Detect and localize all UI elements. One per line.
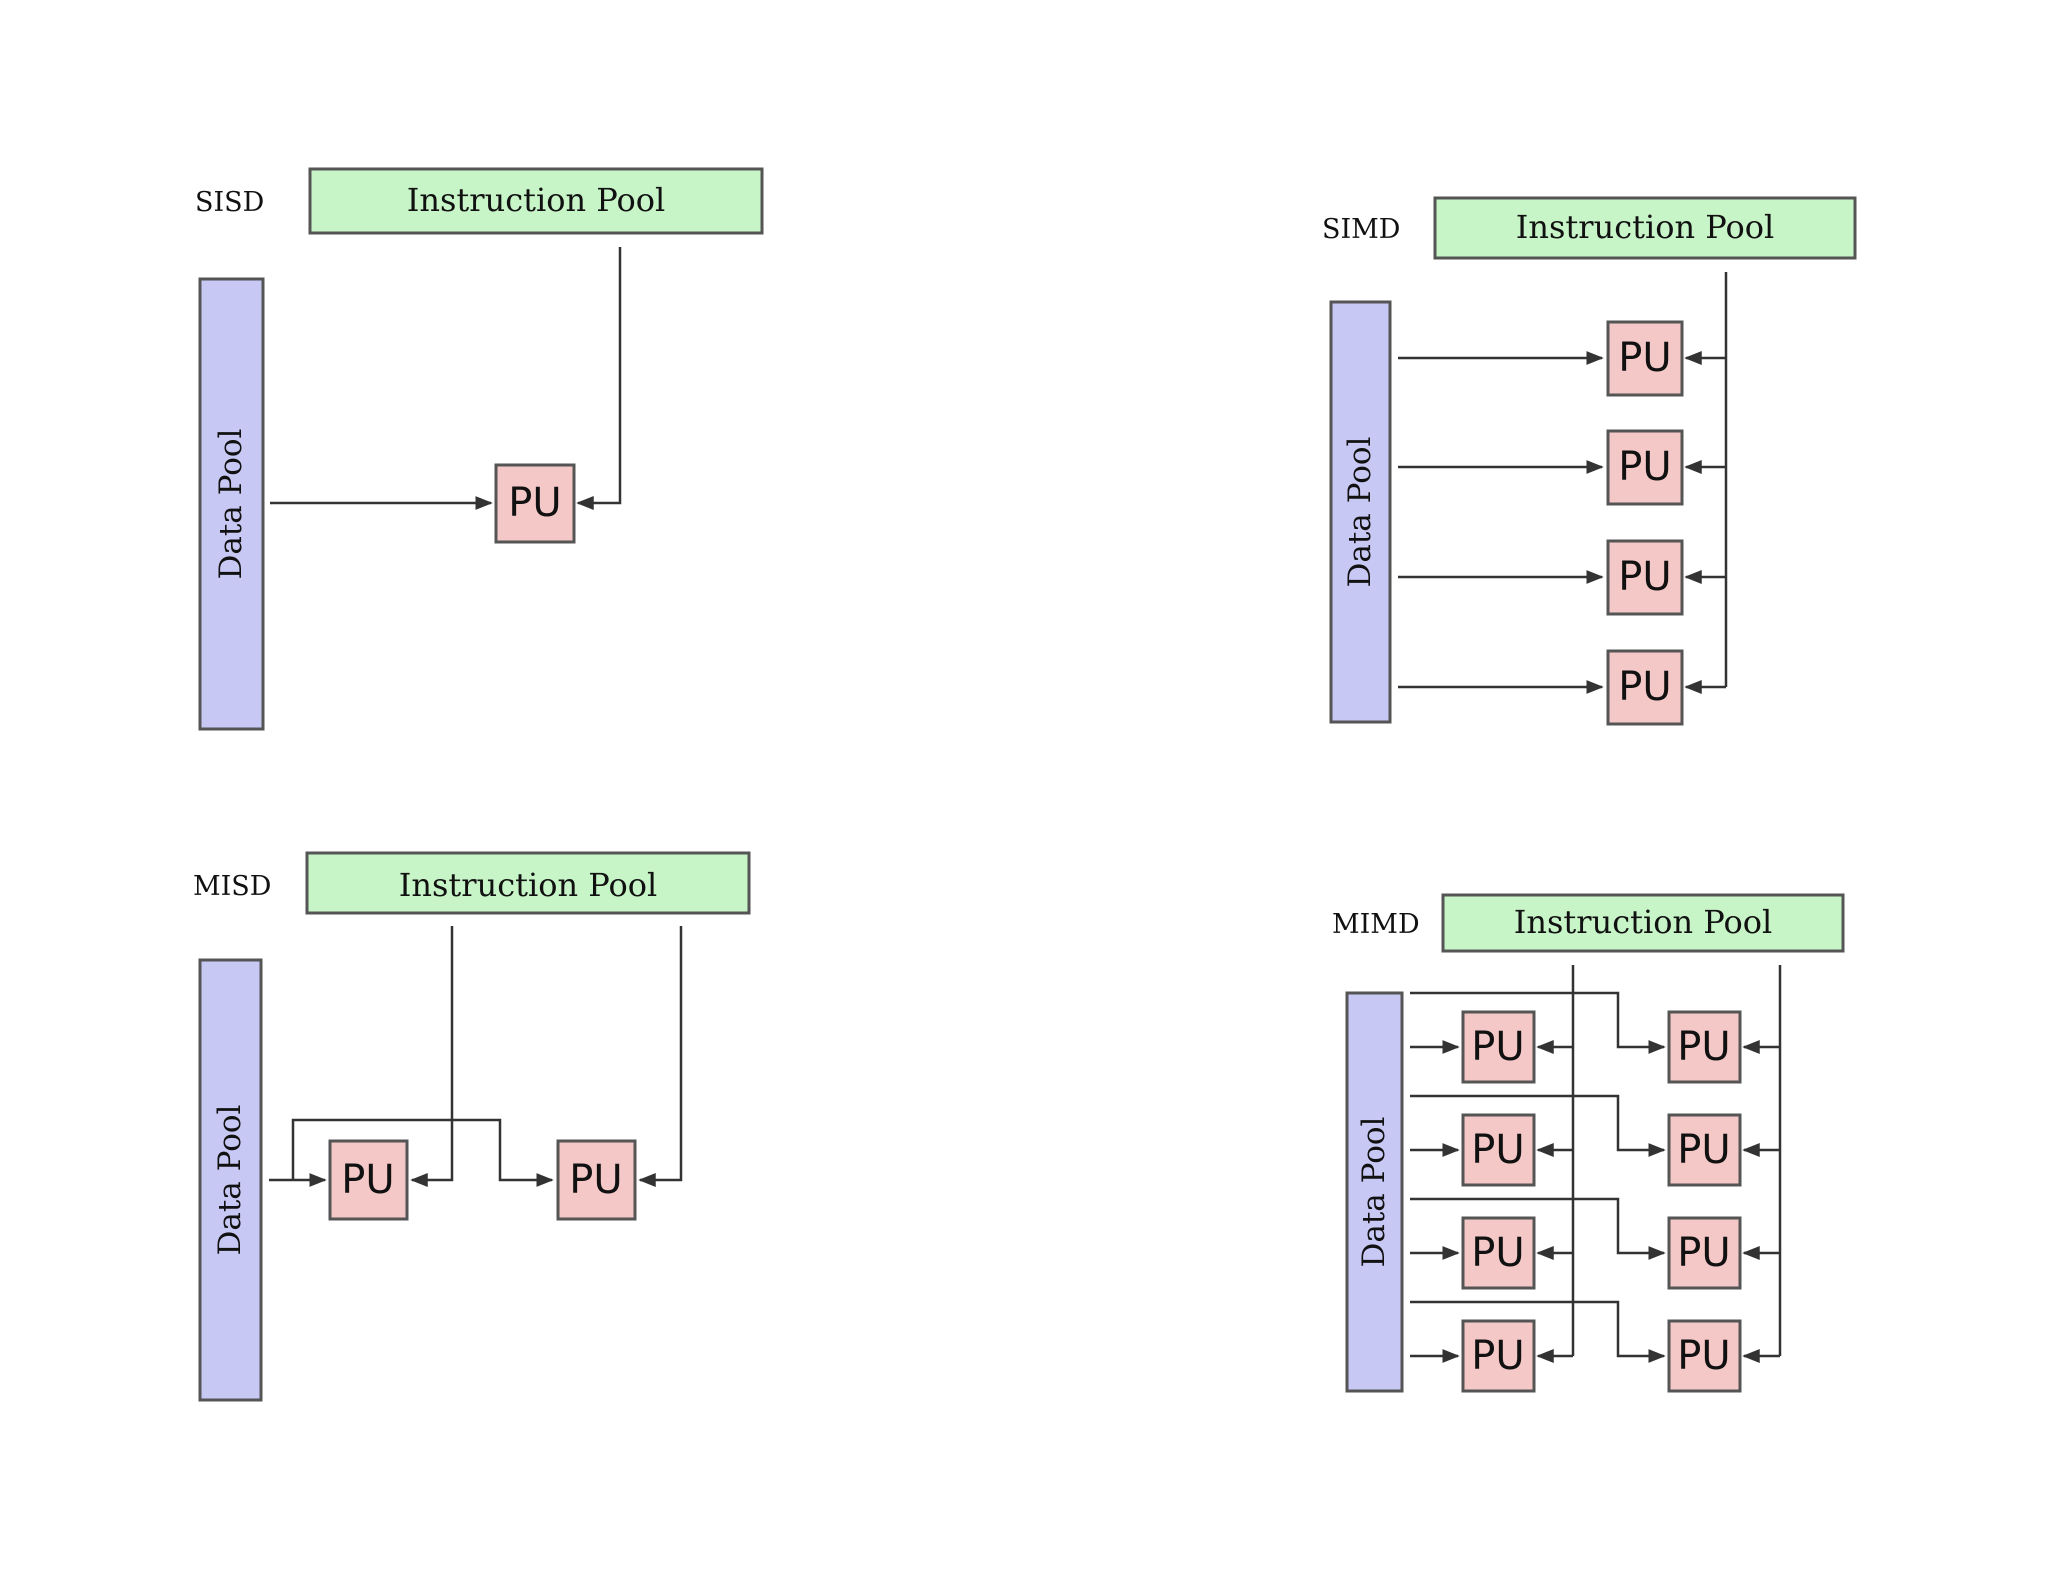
mimd-label: MIMD [1332, 909, 1420, 940]
simd-instruction-pool-label: Instruction Pool [1516, 208, 1775, 246]
sisd-data-pool-box [198, 277, 265, 731]
mimd-data-pool-box [1345, 991, 1404, 1393]
misd-pu-label: PU [341, 1157, 394, 1203]
misd-pu-label: PU [569, 1157, 622, 1203]
mimd-data-arrow [1410, 1300, 1666, 1363]
mimd-instruction-pool-box [1441, 893, 1845, 953]
mimd-diagram: MIMD Instruction Pool Data Pool PU PU PU… [1332, 893, 1845, 1393]
sisd-instruction-pool-label: Instruction Pool [407, 181, 666, 219]
sisd-data-pool-label: Data Pool [213, 429, 249, 580]
mimd-pu-box [1461, 1113, 1536, 1187]
misd-pu-box [328, 1139, 409, 1221]
mimd-pu-label: PU [1677, 1127, 1730, 1173]
misd-label: MISD [193, 871, 271, 902]
mimd-pu-label: PU [1471, 1230, 1524, 1276]
mimd-data-arrow [1410, 1197, 1666, 1260]
mimd-pu-label: PU [1471, 1024, 1524, 1070]
mimd-pu-box [1667, 1113, 1742, 1187]
simd-pu-box [1606, 429, 1684, 506]
mimd-pu-box [1461, 1319, 1536, 1393]
sisd-label: SISD [195, 187, 264, 218]
mimd-pu-box [1667, 1216, 1742, 1290]
simd-pu-box [1606, 320, 1684, 397]
mimd-pu-box [1461, 1010, 1536, 1084]
sisd-diagram: SISD Instruction Pool Data Pool PU [195, 167, 764, 731]
misd-data-pool-label: Data Pool [212, 1105, 248, 1256]
misd-data-pool-box [198, 958, 263, 1402]
mimd-instruction-pool-label: Instruction Pool [1514, 903, 1773, 941]
misd-instruction-pool-box [305, 851, 751, 915]
mimd-data-pool-label: Data Pool [1356, 1117, 1392, 1268]
simd-pu-box [1606, 539, 1684, 616]
mimd-pu-label: PU [1677, 1333, 1730, 1379]
simd-data-pool-label: Data Pool [1342, 437, 1378, 588]
simd-pu-label: PU [1618, 664, 1671, 710]
simd-pu-box [1606, 649, 1684, 726]
simd-label: SIMD [1322, 214, 1400, 245]
sisd-pu-label: PU [508, 480, 561, 526]
mimd-pu-box [1461, 1216, 1536, 1290]
sisd-pu-box [494, 463, 576, 544]
mimd-data-arrow [1410, 991, 1666, 1054]
misd-instruction-pool-label: Instruction Pool [399, 866, 658, 904]
sisd-instruction-arrow [576, 247, 622, 510]
misd-pu-box [556, 1139, 637, 1221]
misd-diagram: MISD Instruction Pool Data Pool PU PU [193, 851, 751, 1402]
misd-instruction-arrow [638, 926, 683, 1187]
mimd-pu-box [1667, 1319, 1742, 1393]
mimd-pu-label: PU [1471, 1333, 1524, 1379]
misd-data-bypass-arrow [291, 1118, 554, 1187]
simd-pu-label: PU [1618, 444, 1671, 490]
mimd-pu-label: PU [1677, 1230, 1730, 1276]
simd-diagram: SIMD Instruction Pool Data Pool PU PU PU… [1322, 196, 1857, 726]
mimd-data-arrow [1410, 1094, 1666, 1157]
simd-pu-label: PU [1618, 335, 1671, 381]
mimd-pu-label: PU [1677, 1024, 1730, 1070]
simd-pu-label: PU [1618, 554, 1671, 600]
simd-data-pool-box [1329, 300, 1392, 724]
simd-instruction-pool-box [1433, 196, 1857, 260]
mimd-pu-box [1667, 1010, 1742, 1084]
mimd-pu-label: PU [1471, 1127, 1524, 1173]
misd-instruction-arrow [410, 926, 454, 1187]
sisd-instruction-pool-box [308, 167, 764, 235]
